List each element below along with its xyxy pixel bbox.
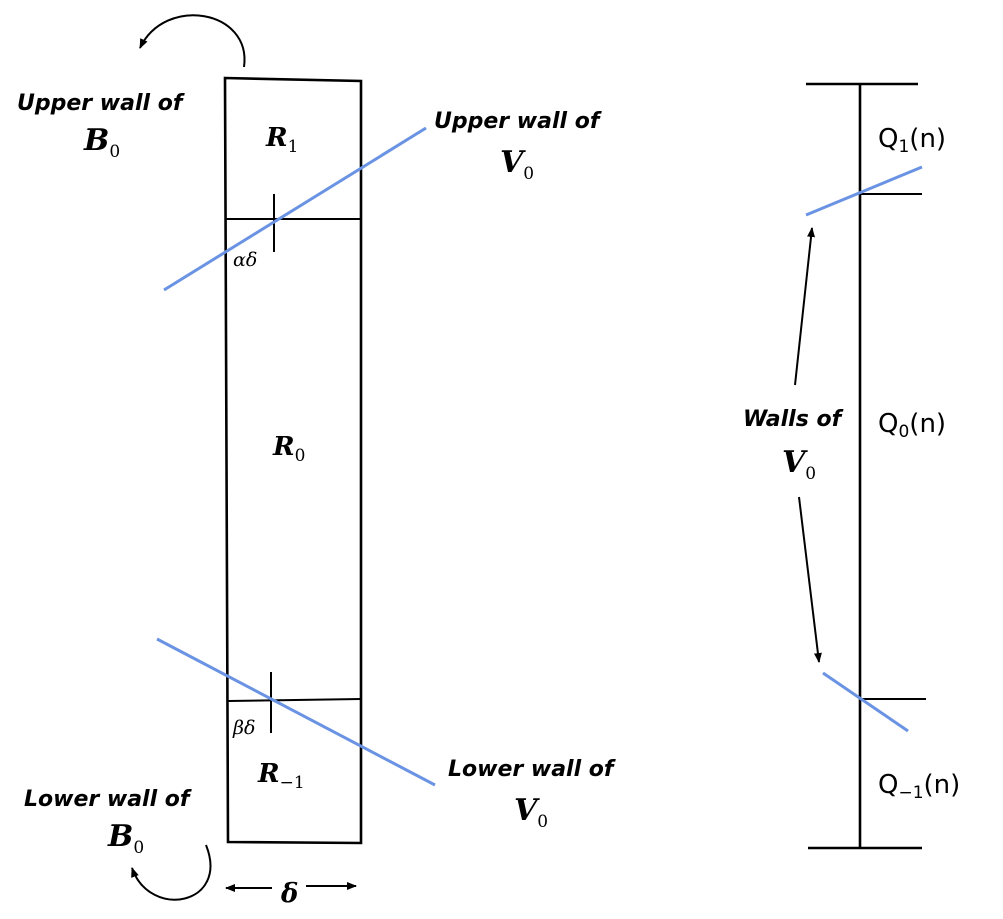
lower-wall-v-right <box>822 671 909 733</box>
upper-wall-v-line1: Upper wall of <box>434 109 602 134</box>
walls-arrow-up <box>794 227 816 386</box>
lower-divider <box>227 698 362 702</box>
alpha-delta-label: αδ <box>233 249 257 271</box>
q1-label: Q1(n) <box>878 124 946 157</box>
upper-wall-v-line <box>163 126 427 292</box>
lower-wall-v-symbol: V0 <box>514 793 548 832</box>
upper-wall-b-line1: Upper wall of <box>17 91 185 116</box>
width-label: δ <box>280 879 298 909</box>
upper-rotation-arrow <box>139 14 246 68</box>
right-figure: Walls of V0 Q1(n) Q0(n) Q−1(n) <box>743 82 960 850</box>
q0-label: Q0(n) <box>878 409 946 442</box>
lower-wall-b-line1: Lower wall of <box>24 787 192 812</box>
left-figure: δ R1 R0 R−1 αδ βδ Upper wall of B0 Lower… <box>17 14 616 909</box>
walls-arrow-down <box>798 496 822 663</box>
q-minus1-label: Q−1(n) <box>878 770 960 803</box>
lower-wall-v-line1: Lower wall of <box>448 757 616 782</box>
upper-wall-v-symbol: V0 <box>500 145 534 184</box>
beta-delta-label: βδ <box>232 717 255 739</box>
region-r1-label: R1 <box>265 123 298 157</box>
upper-wall-b-symbol: B0 <box>83 123 120 162</box>
walls-of-v-line1: Walls of <box>743 407 844 432</box>
lower-wall-v-line <box>156 637 436 787</box>
region-r-minus1-label: R−1 <box>257 759 305 793</box>
walls-of-v-symbol: V0 <box>782 445 816 484</box>
upper-wall-v-right <box>805 165 923 217</box>
lower-wall-b-symbol: B0 <box>107 819 144 858</box>
region-r0-label: R0 <box>272 432 305 466</box>
lower-rotation-arrow <box>131 844 212 901</box>
box-outline <box>223 76 363 845</box>
